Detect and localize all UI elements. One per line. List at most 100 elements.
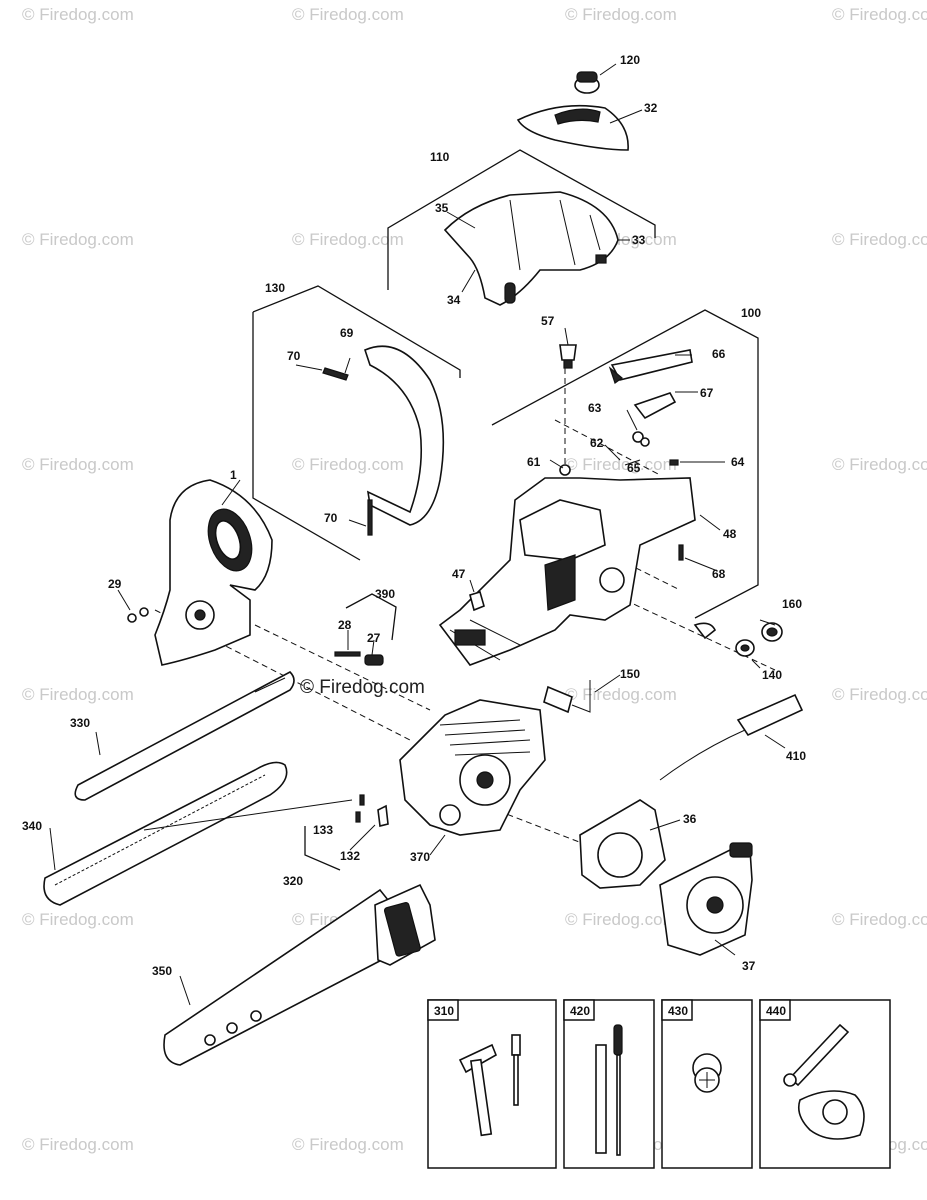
watermark: © Firedog.com — [22, 1135, 134, 1154]
watermark: © Firedog.com — [565, 5, 677, 24]
watermark: © Firedog.com — [22, 455, 134, 474]
part-label: 150 — [620, 667, 640, 681]
part-label: 330 — [70, 716, 90, 730]
part-label: 68 — [712, 567, 726, 581]
dashed-line — [154, 609, 411, 741]
watermark: © Firedog.com — [832, 685, 927, 704]
part-133-bolts — [355, 794, 365, 823]
watermark: © Firedog.com — [292, 455, 404, 474]
part-63-spring — [632, 431, 650, 447]
watermark: © Firedog.com — [832, 230, 927, 249]
bracket-110 — [387, 149, 656, 290]
part-label: 160 — [782, 597, 802, 611]
part-140-cap — [693, 622, 755, 657]
part-1-brake-assembly — [154, 479, 273, 666]
bracket-390 — [345, 593, 397, 641]
leader-lines — [49, 63, 786, 1006]
part-label: 350 — [152, 964, 172, 978]
accessory-box-420: 420 — [563, 999, 655, 1169]
watermark: © Firedog.com — [22, 910, 134, 929]
part-label: 67 — [700, 386, 714, 400]
part-29-nuts — [127, 607, 149, 623]
part-350-bar-cover — [163, 883, 436, 1066]
accessory-box-430: 430 — [661, 999, 753, 1169]
part-label: 47 — [452, 567, 466, 581]
accessory-box-310: 310 — [427, 999, 557, 1169]
part-label: 37 — [742, 959, 756, 973]
bracket-130 — [252, 285, 461, 561]
part-32-cover — [516, 104, 629, 151]
part-label: 140 — [762, 668, 782, 682]
part-36-fan-housing — [579, 799, 666, 889]
part-label: 100 — [741, 306, 761, 320]
part-64-pin — [669, 459, 679, 466]
part-label: 133 — [313, 823, 333, 837]
part-label: 61 — [527, 455, 541, 469]
part-57-knob — [559, 344, 577, 369]
part-label: 390 — [375, 587, 395, 601]
part-label: 370 — [410, 850, 430, 864]
box-label: 310 — [434, 1004, 454, 1018]
part-340-chain — [43, 761, 288, 906]
part-label: 32 — [644, 101, 658, 115]
part-label: 48 — [723, 527, 737, 541]
part-label: 65 — [627, 461, 641, 475]
part-label: 70 — [324, 511, 338, 525]
watermark: © Firedog.com — [832, 5, 927, 24]
dashed-line — [624, 599, 776, 671]
part-370-engine — [399, 699, 546, 836]
dashed-line — [254, 624, 431, 711]
part-label: 70 — [287, 349, 301, 363]
part-47-clip — [469, 591, 485, 612]
part-label: 62 — [590, 436, 604, 450]
part-410-fuel-line — [659, 693, 804, 781]
watermark-center: © Firedog.com — [300, 677, 425, 698]
part-label: 69 — [340, 326, 354, 340]
part-68-screw — [678, 544, 684, 561]
part-67-lever — [633, 392, 677, 420]
assembly-brackets — [252, 149, 759, 871]
part-132-clip — [377, 804, 389, 827]
part-160-cap — [761, 622, 783, 642]
part-label: 27 — [367, 631, 381, 645]
box-label: 420 — [570, 1004, 590, 1018]
part-label: 132 — [340, 849, 360, 863]
part-66-trigger — [608, 349, 693, 384]
part-label: 35 — [435, 201, 449, 215]
part-label: 410 — [786, 749, 806, 763]
watermark: © Firedog.com — [292, 5, 404, 24]
part-37-starter — [659, 842, 753, 956]
box-label: 430 — [668, 1004, 688, 1018]
part-label: 63 — [588, 401, 602, 415]
watermark: © Firedog.com — [832, 910, 927, 929]
part-28-screw — [334, 651, 361, 657]
part-label: 130 — [265, 281, 285, 295]
watermark: © Firedog.com — [565, 455, 677, 474]
part-label: 340 — [22, 819, 42, 833]
watermark: © Firedog.com — [292, 1135, 404, 1154]
part-label: 66 — [712, 347, 726, 361]
watermark: © Firedog.com — [565, 910, 677, 929]
box-label: 440 — [766, 1004, 786, 1018]
part-label: 120 — [620, 53, 640, 67]
part-label: 1 — [230, 468, 237, 482]
part-label: 64 — [731, 455, 745, 469]
watermark: © Firedog.com — [832, 455, 927, 474]
part-label: 33 — [632, 233, 646, 247]
bracket-100 — [491, 309, 759, 619]
watermark: © Firedog.com — [22, 5, 134, 24]
part-150-tool — [543, 680, 591, 714]
accessory-box-440: 440 — [759, 999, 891, 1169]
part-label: 28 — [338, 618, 352, 632]
part-120-cap — [574, 71, 600, 94]
watermark: © Firedog.com — [22, 685, 134, 704]
watermark: © Firedog.com — [565, 685, 677, 704]
part-label: 29 — [108, 577, 122, 591]
part-110-shroud — [443, 191, 619, 306]
part-69-front-handle — [322, 345, 445, 536]
part-330-guide-bar — [74, 671, 295, 801]
part-label: 36 — [683, 812, 697, 826]
part-48-housing — [438, 477, 696, 666]
part-labels: 120 32 110 35 33 34 130 100 57 69 66 70 … — [22, 53, 806, 978]
